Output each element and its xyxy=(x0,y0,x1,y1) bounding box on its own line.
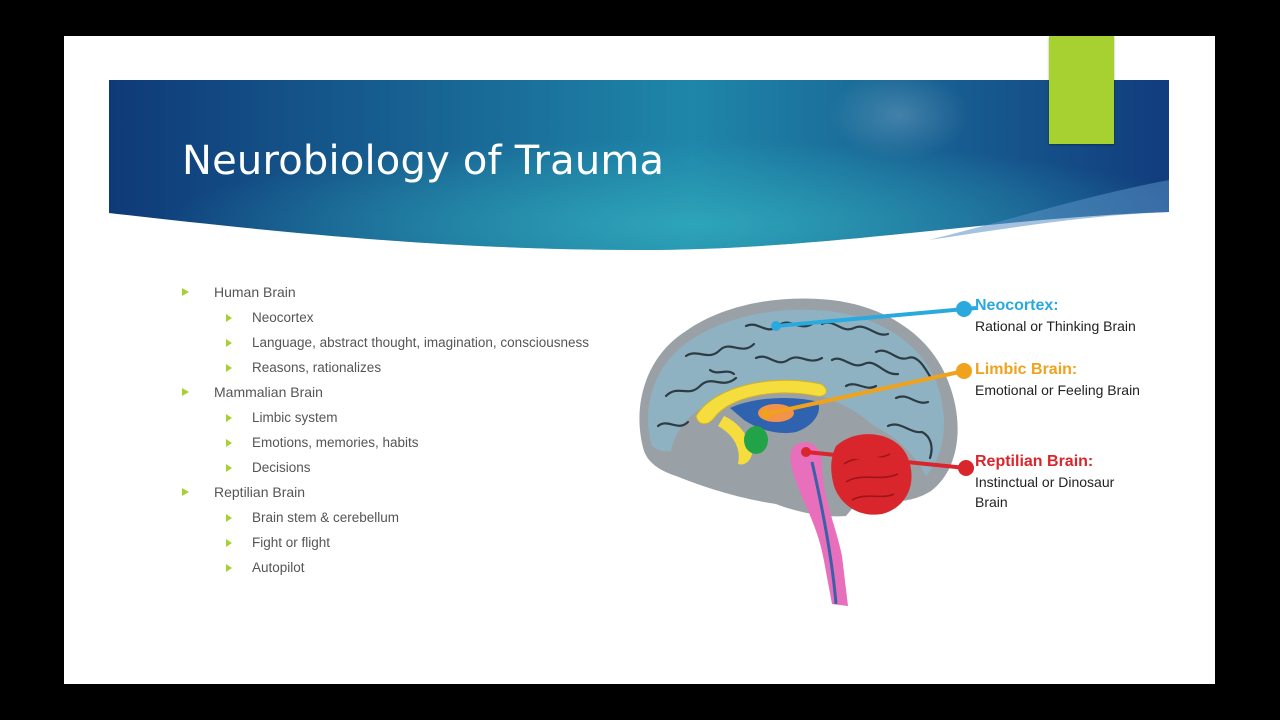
list-item: Limbic system xyxy=(182,405,642,430)
neocortex-label: Neocortex: Rational or Thinking Brain xyxy=(975,296,1136,336)
bullet-arrow-icon xyxy=(226,364,232,372)
slide-title: Neurobiology of Trauma xyxy=(182,138,664,184)
bullet-arrow-icon xyxy=(226,514,232,522)
bullet-arrow-icon xyxy=(182,288,189,296)
bullet-arrow-icon xyxy=(226,464,232,472)
brain-diagram xyxy=(626,286,976,616)
reptilian-desc-line2: Brain xyxy=(975,492,1114,512)
bullet-arrow-icon xyxy=(182,388,189,396)
slide: Neurobiology of Trauma Human Brain Neoco… xyxy=(64,36,1215,684)
list-item: Brain stem & cerebellum xyxy=(182,505,642,530)
bullet-arrow-icon xyxy=(226,314,232,322)
reptilian-label: Reptilian Brain: Instinctual or Dinosaur… xyxy=(975,452,1114,512)
amygdala xyxy=(744,426,768,454)
list-item: Reasons, rationalizes xyxy=(182,355,642,380)
bullet-arrow-icon xyxy=(226,339,232,347)
list-item: Reptilian Brain xyxy=(182,480,642,505)
bullet-list: Human Brain Neocortex Language, abstract… xyxy=(182,280,642,580)
list-item: Emotions, memories, habits xyxy=(182,430,642,455)
list-item: Autopilot xyxy=(182,555,642,580)
list-item: Mammalian Brain xyxy=(182,380,642,405)
bullet-arrow-icon xyxy=(226,414,232,422)
list-item: Decisions xyxy=(182,455,642,480)
bullet-arrow-icon xyxy=(226,564,232,572)
reptilian-desc-line1: Instinctual or Dinosaur xyxy=(975,472,1114,492)
neocortex-desc: Rational or Thinking Brain xyxy=(975,316,1136,336)
limbic-title: Limbic Brain: xyxy=(975,360,1140,380)
accent-bar xyxy=(1049,36,1114,144)
neocortex-title: Neocortex: xyxy=(975,296,1136,316)
list-item: Neocortex xyxy=(182,305,642,330)
list-item: Language, abstract thought, imagination,… xyxy=(182,330,642,355)
list-item: Human Brain xyxy=(182,280,642,305)
reptilian-title: Reptilian Brain: xyxy=(975,452,1114,472)
bullet-arrow-icon xyxy=(182,488,189,496)
limbic-label: Limbic Brain: Emotional or Feeling Brain xyxy=(975,360,1140,400)
limbic-desc: Emotional or Feeling Brain xyxy=(975,380,1140,400)
bullet-arrow-icon xyxy=(226,439,232,447)
bullet-arrow-icon xyxy=(226,539,232,547)
list-item: Fight or flight xyxy=(182,530,642,555)
